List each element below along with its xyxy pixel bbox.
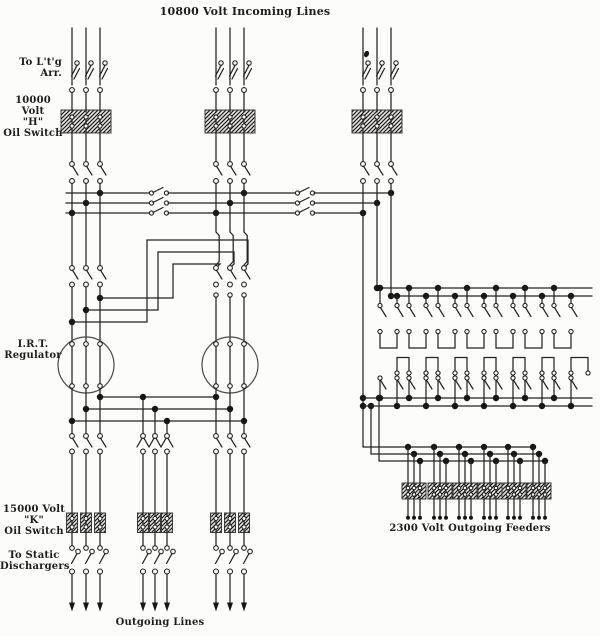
title-incoming-lines: 10800 Volt Incoming Lines bbox=[159, 5, 331, 18]
label-regulator-line1: I.R.T. bbox=[17, 339, 49, 350]
label-h-oil-switch: 10000 Volt "H" Oil Switch bbox=[2, 95, 64, 139]
label-h-oil-switch-line1: 10000 Volt bbox=[15, 95, 51, 117]
incoming-bank-3 bbox=[351, 27, 403, 184]
incoming-bank-2 bbox=[204, 27, 256, 184]
label-lightning-arrester: To L't'g Arr. bbox=[19, 57, 62, 79]
incoming-bank-1 bbox=[60, 27, 112, 184]
label-regulator-line2: Regulator bbox=[4, 350, 62, 361]
bank1-to-regulator1 bbox=[68, 182, 107, 343]
bank2-to-regulator2 bbox=[213, 182, 251, 343]
label-static-dischargers-line2: Dischargers bbox=[0, 561, 70, 572]
label-h-oil-switch-line2: "H" bbox=[22, 117, 44, 128]
label-h-oil-switch-line3: Oil Switch bbox=[3, 128, 63, 139]
regulator-1 bbox=[57, 336, 115, 435]
oil-switch-k-and-outgoing bbox=[66, 512, 253, 612]
label-outgoing-feeders: 2300 Volt Outgoing Feeders bbox=[389, 523, 551, 534]
label-k-oil-switch-line3: Oil Switch bbox=[4, 526, 64, 537]
label-k-oil-switch-line1: 15000 Volt bbox=[2, 504, 66, 515]
regulator-2 bbox=[201, 336, 259, 435]
transfer-tie-lower bbox=[68, 393, 248, 435]
outgoing-disconnects bbox=[69, 433, 251, 514]
feeder-panel bbox=[362, 284, 593, 410]
label-static-dischargers: To Static Dischargers bbox=[0, 550, 70, 572]
label-outgoing-lines: Outgoing Lines bbox=[115, 617, 205, 628]
outgoing-feeders bbox=[401, 443, 552, 520]
bank3-feeds bbox=[359, 182, 593, 462]
label-k-oil-switch: 15000 Volt "K" Oil Switch bbox=[2, 504, 66, 537]
label-regulator: I.R.T. Regulator bbox=[4, 339, 62, 361]
label-k-oil-switch-line2: "K" bbox=[24, 515, 44, 526]
transfer-tie-upper bbox=[71, 239, 249, 323]
label-static-dischargers-line1: To Static bbox=[8, 550, 60, 561]
